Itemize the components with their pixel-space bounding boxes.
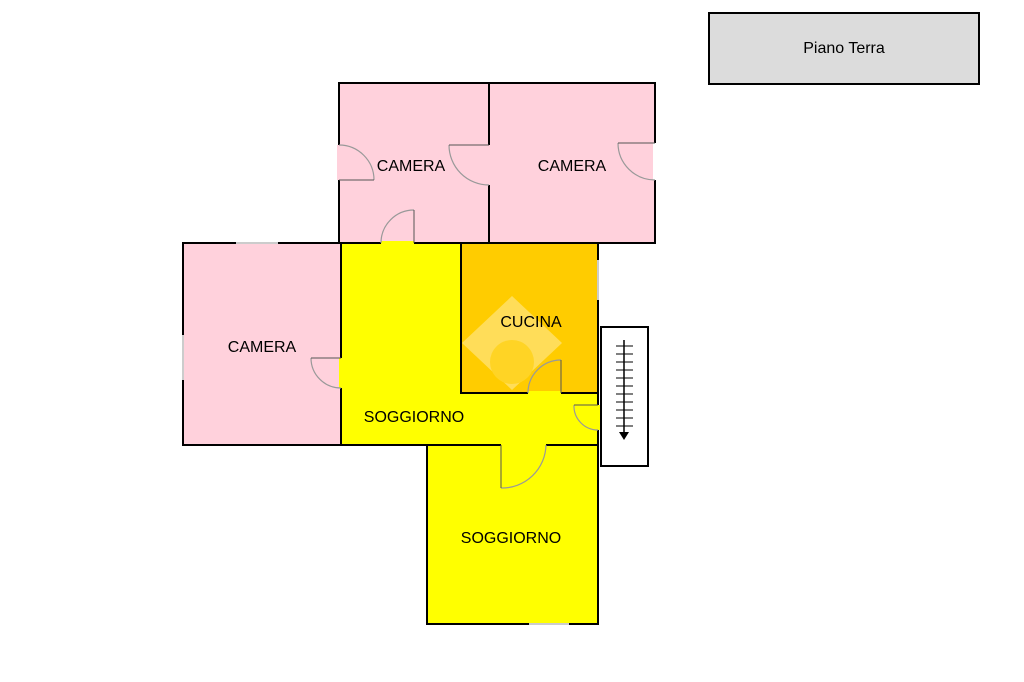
- label-soggiorno-main: SOGGIORNO: [364, 409, 464, 426]
- watermark-logo-icon: [462, 296, 562, 390]
- label-soggiorno-lower: SOGGIORNO: [461, 530, 561, 547]
- windows: [182, 242, 599, 625]
- doors: [310, 142, 657, 489]
- label-cucina: CUCINA: [500, 314, 562, 331]
- label-camera-top-right: CAMERA: [538, 158, 607, 175]
- room-cucina: [460, 242, 599, 394]
- staircase: [600, 326, 649, 467]
- floor-label-box: Piano Terra: [708, 12, 980, 85]
- room-camera-top-right: [488, 82, 656, 244]
- stair-arrow-icon: [619, 432, 629, 440]
- room-soggiorno-lower: [426, 444, 599, 625]
- label-camera-left: CAMERA: [228, 339, 297, 356]
- label-camera-top-left: CAMERA: [377, 158, 446, 175]
- floor-label: Piano Terra: [803, 39, 885, 57]
